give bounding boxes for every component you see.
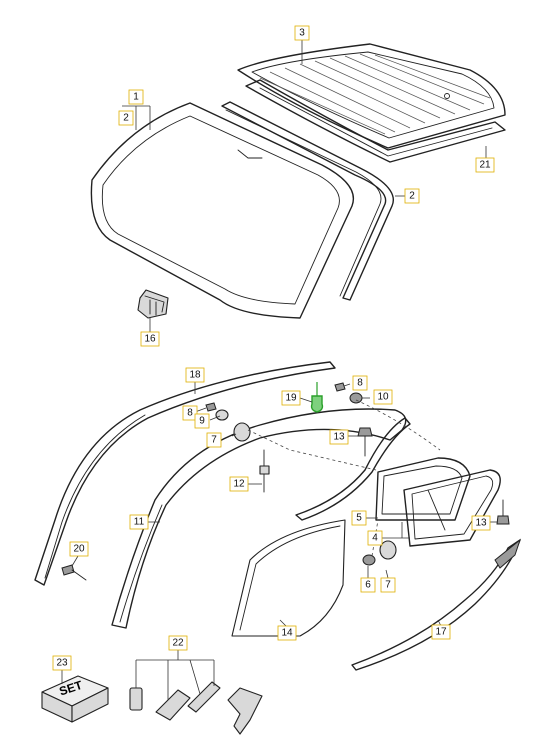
label-9a: 9 bbox=[194, 413, 210, 429]
svg-text:7: 7 bbox=[211, 435, 217, 446]
label-7a: 7 bbox=[206, 432, 222, 448]
fastener-19[interactable] bbox=[310, 382, 324, 413]
washer-7b[interactable] bbox=[379, 540, 397, 560]
label-13a: 13 bbox=[329, 429, 349, 445]
set-box[interactable]: SET bbox=[41, 675, 109, 723]
label-22: 22 bbox=[168, 635, 188, 651]
side-window-seal[interactable] bbox=[295, 417, 411, 521]
label-5: 5 bbox=[351, 510, 367, 526]
washer-7a[interactable] bbox=[233, 422, 251, 442]
roof-seal[interactable] bbox=[245, 79, 506, 163]
clip-12[interactable] bbox=[259, 449, 270, 493]
svg-text:21: 21 bbox=[479, 160, 491, 171]
svg-text:9: 9 bbox=[199, 416, 205, 427]
svg-text:13: 13 bbox=[475, 518, 487, 529]
svg-text:10: 10 bbox=[377, 392, 389, 403]
label-20: 20 bbox=[69, 541, 89, 557]
lower-rail[interactable] bbox=[351, 538, 522, 671]
svg-text:3: 3 bbox=[299, 28, 305, 39]
svg-text:11: 11 bbox=[134, 517, 145, 528]
mirror-base[interactable] bbox=[137, 289, 169, 319]
svg-text:8: 8 bbox=[187, 408, 193, 419]
label-23: 23 bbox=[52, 655, 72, 671]
label-21: 21 bbox=[475, 157, 495, 173]
label-8b: 8 bbox=[352, 375, 368, 391]
svg-text:1: 1 bbox=[133, 92, 139, 103]
door-glass[interactable] bbox=[231, 519, 346, 637]
screw-8b[interactable] bbox=[334, 382, 346, 392]
label-1: 1 bbox=[128, 89, 144, 105]
label-11: 11 bbox=[129, 514, 149, 530]
svg-text:18: 18 bbox=[189, 370, 201, 381]
svg-text:19: 19 bbox=[285, 393, 297, 404]
label-7b: 7 bbox=[380, 577, 396, 593]
label-17: 17 bbox=[431, 624, 451, 640]
svg-text:6: 6 bbox=[365, 580, 371, 591]
windshield[interactable] bbox=[90, 102, 354, 319]
svg-text:20: 20 bbox=[73, 544, 85, 555]
leader-lines bbox=[61, 40, 498, 700]
roof-rail-trim[interactable] bbox=[34, 361, 336, 586]
label-14: 14 bbox=[277, 625, 297, 641]
label-2-seal: 2 bbox=[404, 188, 420, 204]
svg-text:2: 2 bbox=[409, 191, 415, 202]
svg-text:13: 13 bbox=[333, 432, 345, 443]
label-8a: 8 bbox=[182, 405, 198, 421]
label-13b: 13 bbox=[471, 515, 491, 531]
svg-text:8: 8 bbox=[357, 378, 363, 389]
adhesive-kit[interactable] bbox=[129, 681, 263, 735]
washer-9a[interactable] bbox=[215, 409, 229, 421]
svg-text:23: 23 bbox=[56, 658, 68, 669]
clip-20[interactable] bbox=[61, 564, 87, 581]
windshield-seal[interactable] bbox=[221, 101, 394, 301]
svg-text:14: 14 bbox=[281, 628, 293, 639]
label-12: 12 bbox=[229, 476, 249, 492]
roof-glass[interactable] bbox=[237, 43, 506, 149]
screw-13b[interactable] bbox=[496, 499, 510, 525]
screw-13a[interactable] bbox=[357, 427, 373, 457]
label-2-windshield: 2 bbox=[118, 110, 134, 126]
washer-6[interactable] bbox=[362, 554, 376, 566]
label-6: 6 bbox=[360, 577, 376, 593]
svg-text:4: 4 bbox=[372, 533, 378, 544]
svg-text:17: 17 bbox=[435, 627, 447, 638]
label-10: 10 bbox=[373, 389, 393, 405]
svg-text:7: 7 bbox=[385, 580, 391, 591]
svg-text:12: 12 bbox=[233, 479, 245, 490]
label-19: 19 bbox=[281, 390, 301, 406]
washer-10[interactable] bbox=[349, 392, 363, 404]
svg-text:5: 5 bbox=[356, 513, 362, 524]
screw-8a[interactable] bbox=[205, 402, 217, 412]
svg-text:2: 2 bbox=[123, 113, 129, 124]
label-18: 18 bbox=[185, 367, 205, 383]
svg-text:22: 22 bbox=[172, 638, 184, 649]
svg-text:16: 16 bbox=[144, 334, 156, 345]
label-4: 4 bbox=[367, 530, 383, 546]
side-window-frame[interactable] bbox=[375, 457, 471, 521]
label-3: 3 bbox=[294, 25, 310, 41]
label-16: 16 bbox=[140, 331, 160, 347]
